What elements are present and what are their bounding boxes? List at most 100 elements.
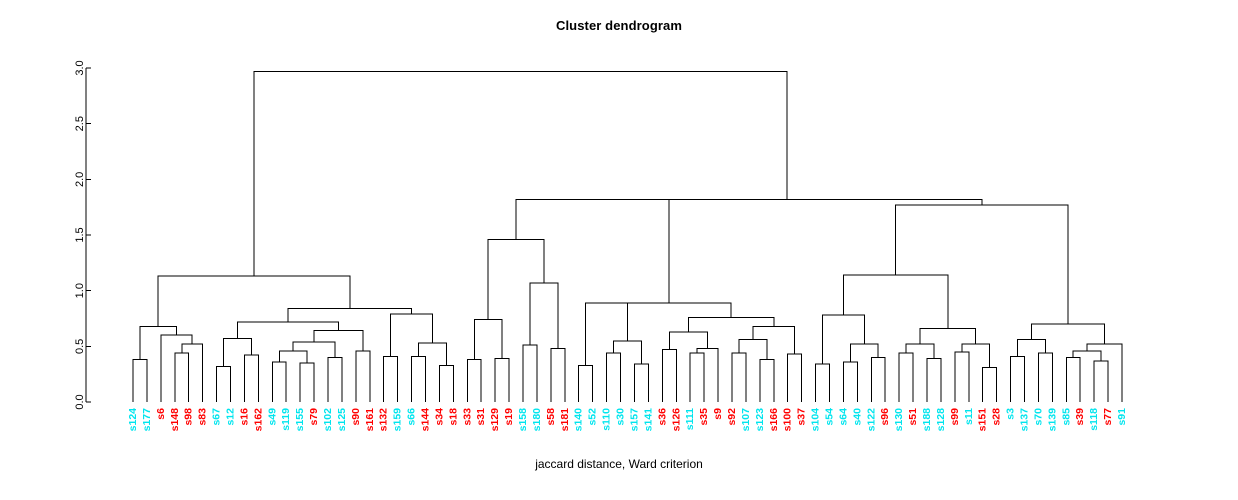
leaf-label: s36 [656, 408, 668, 426]
leaf-label: s157 [628, 408, 640, 432]
dendrogram-branch [494, 358, 510, 402]
dendrogram-branch [473, 319, 503, 360]
dendrogram-branch [870, 356, 886, 402]
dendrogram-branches [132, 70, 1123, 402]
dendrogram-branch [633, 363, 649, 402]
leaf-label: s100 [782, 408, 794, 432]
dendrogram-branch [299, 362, 315, 402]
dendrogram-branch [919, 328, 977, 345]
dendrogram-branch [292, 341, 336, 358]
dendrogram-branch [668, 331, 709, 350]
leaf-label: s161 [364, 408, 376, 432]
leaf-label: s79 [308, 408, 320, 426]
dendrogram-branch [822, 314, 865, 365]
leaf-label: s99 [949, 408, 961, 426]
leaf-label: s128 [935, 408, 947, 432]
dendrogram-branch [1093, 360, 1109, 402]
dendrogram-branch [1010, 355, 1025, 402]
dendrogram-branch [752, 325, 796, 355]
leaf-label: s6 [155, 408, 167, 420]
dendrogram-branch [223, 338, 252, 367]
dendrogram-branch [982, 366, 998, 402]
leaf-label: s166 [768, 408, 780, 432]
y-axis: 0.00.51.01.52.02.53.0 [74, 60, 91, 410]
leaf-label: s98 [183, 408, 195, 426]
dendrogram-branch [585, 302, 628, 366]
dendrogram-branch [355, 350, 371, 402]
leaf-label: s130 [893, 408, 905, 432]
leaf-label: s119 [280, 408, 292, 431]
dendrogram-branch [842, 274, 949, 329]
dendrogram-branch [243, 354, 259, 402]
dendrogram-branch [1086, 343, 1123, 402]
leaf-label: s11 [963, 408, 975, 425]
leaf-label: s34 [433, 408, 445, 426]
leaf-label: s96 [879, 408, 891, 426]
leaf-label: s16 [238, 408, 250, 426]
y-axis-tick-label: 1.0 [74, 283, 86, 298]
dendrogram-branch [689, 352, 705, 402]
leaf-label: s37 [796, 408, 808, 426]
leaf-label: s9 [712, 408, 724, 420]
dendrogram-branch [1030, 323, 1106, 345]
leaf-label: s77 [1102, 408, 1114, 426]
dendrogram-branch [661, 349, 677, 402]
leaf-label: s18 [447, 408, 459, 426]
leaf-label: s92 [726, 408, 738, 426]
y-axis-tick-label: 0.5 [74, 339, 86, 354]
dendrogram-branch [926, 358, 942, 402]
dendrogram-branch [529, 282, 559, 349]
dendrogram-branch [687, 316, 775, 332]
dendrogram-branch [1065, 356, 1081, 402]
leaf-label: s91 [1116, 408, 1128, 426]
leaf-label: s158 [517, 408, 529, 432]
dendrogram-branch [466, 359, 482, 402]
leaf-label: s107 [740, 408, 752, 432]
leaf-label: s51 [907, 408, 919, 426]
dendrogram-branch [731, 352, 747, 402]
dendrogram-branch [905, 343, 935, 359]
leaf-label: s110 [601, 408, 613, 431]
dendrogram-branch [181, 343, 204, 402]
leaf-label: s70 [1032, 408, 1044, 426]
leaf-label: s31 [475, 408, 487, 426]
leaf-label: s12 [225, 408, 237, 426]
dendrogram-branch [327, 356, 343, 402]
leaf-label: s155 [294, 408, 306, 432]
dendrogram-branch [1017, 339, 1046, 357]
leaf-label: s141 [642, 408, 654, 432]
page-title: Cluster dendrogram [555, 18, 683, 33]
dendrogram-branch [383, 355, 399, 402]
dendrogram-branch [287, 307, 413, 322]
dendrogram-branch [961, 343, 991, 368]
leaf-label: s28 [991, 408, 1003, 426]
leaf-label: s118 [1088, 408, 1100, 431]
dendrogram-branch [313, 330, 364, 351]
dendrogram-branch [613, 340, 642, 365]
dendrogram-branch [1072, 350, 1102, 361]
dendrogram-branch [787, 353, 803, 402]
dendrogram-branch [522, 344, 538, 402]
dendrogram-branch [236, 321, 339, 339]
leaf-label: s144 [420, 408, 432, 432]
dendrogram-branch [253, 70, 788, 277]
dendrogram-branch [411, 355, 427, 402]
leaf-label: s102 [322, 408, 334, 432]
leaf-label: s64 [837, 408, 849, 426]
dendrogram-branch [216, 365, 232, 402]
dendrogram-branch [438, 364, 454, 402]
leaf-label: s67 [211, 408, 223, 426]
y-axis-tick-label: 2.0 [74, 172, 86, 187]
y-axis-tick-label: 2.5 [74, 116, 86, 131]
leaf-label: s177 [141, 408, 153, 432]
y-axis-tick-label: 3.0 [74, 60, 86, 75]
dendrogram-branch [550, 348, 566, 402]
leaf-label: s126 [670, 408, 682, 432]
leaf-label: s35 [698, 408, 710, 426]
leaf-label: s104 [810, 408, 822, 432]
dendrogram-branch [954, 351, 970, 402]
leaf-label: s3 [1005, 408, 1017, 420]
leaf-label: s162 [252, 408, 264, 432]
leaf-label: s129 [489, 408, 501, 432]
